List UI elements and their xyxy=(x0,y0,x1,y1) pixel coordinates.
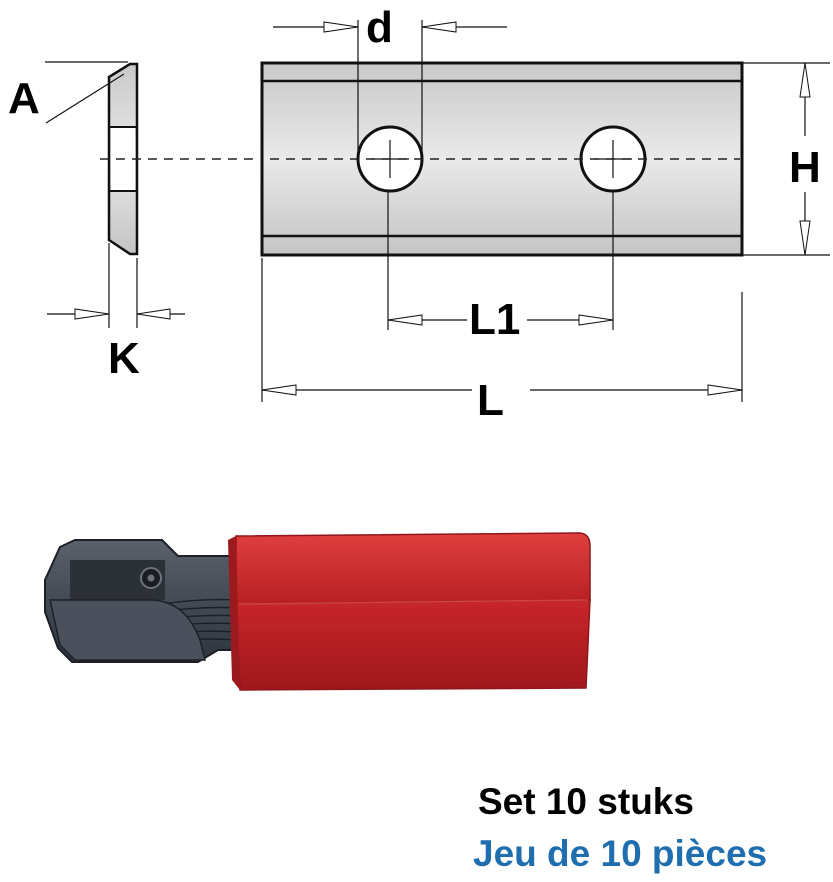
blade-box-image xyxy=(44,532,591,691)
caption-french: Jeu de 10 pièces xyxy=(473,833,768,874)
thickness-dimension: K xyxy=(47,243,185,383)
angle-dimension: A xyxy=(8,61,128,124)
caption-dutch: Set 10 stuks xyxy=(478,781,694,822)
label-hole-spacing: L1 xyxy=(469,295,520,344)
hole-diameter-dimension: d xyxy=(273,3,507,160)
label-hole-diameter: d xyxy=(366,3,393,52)
label-thickness: K xyxy=(108,334,140,383)
length-dimension: L xyxy=(261,258,743,425)
hole-spacing-dimension: L1 xyxy=(387,192,614,344)
label-height: H xyxy=(789,143,821,192)
label-length: L xyxy=(477,376,504,425)
height-dimension: H xyxy=(742,62,830,256)
label-angle: A xyxy=(8,74,40,123)
